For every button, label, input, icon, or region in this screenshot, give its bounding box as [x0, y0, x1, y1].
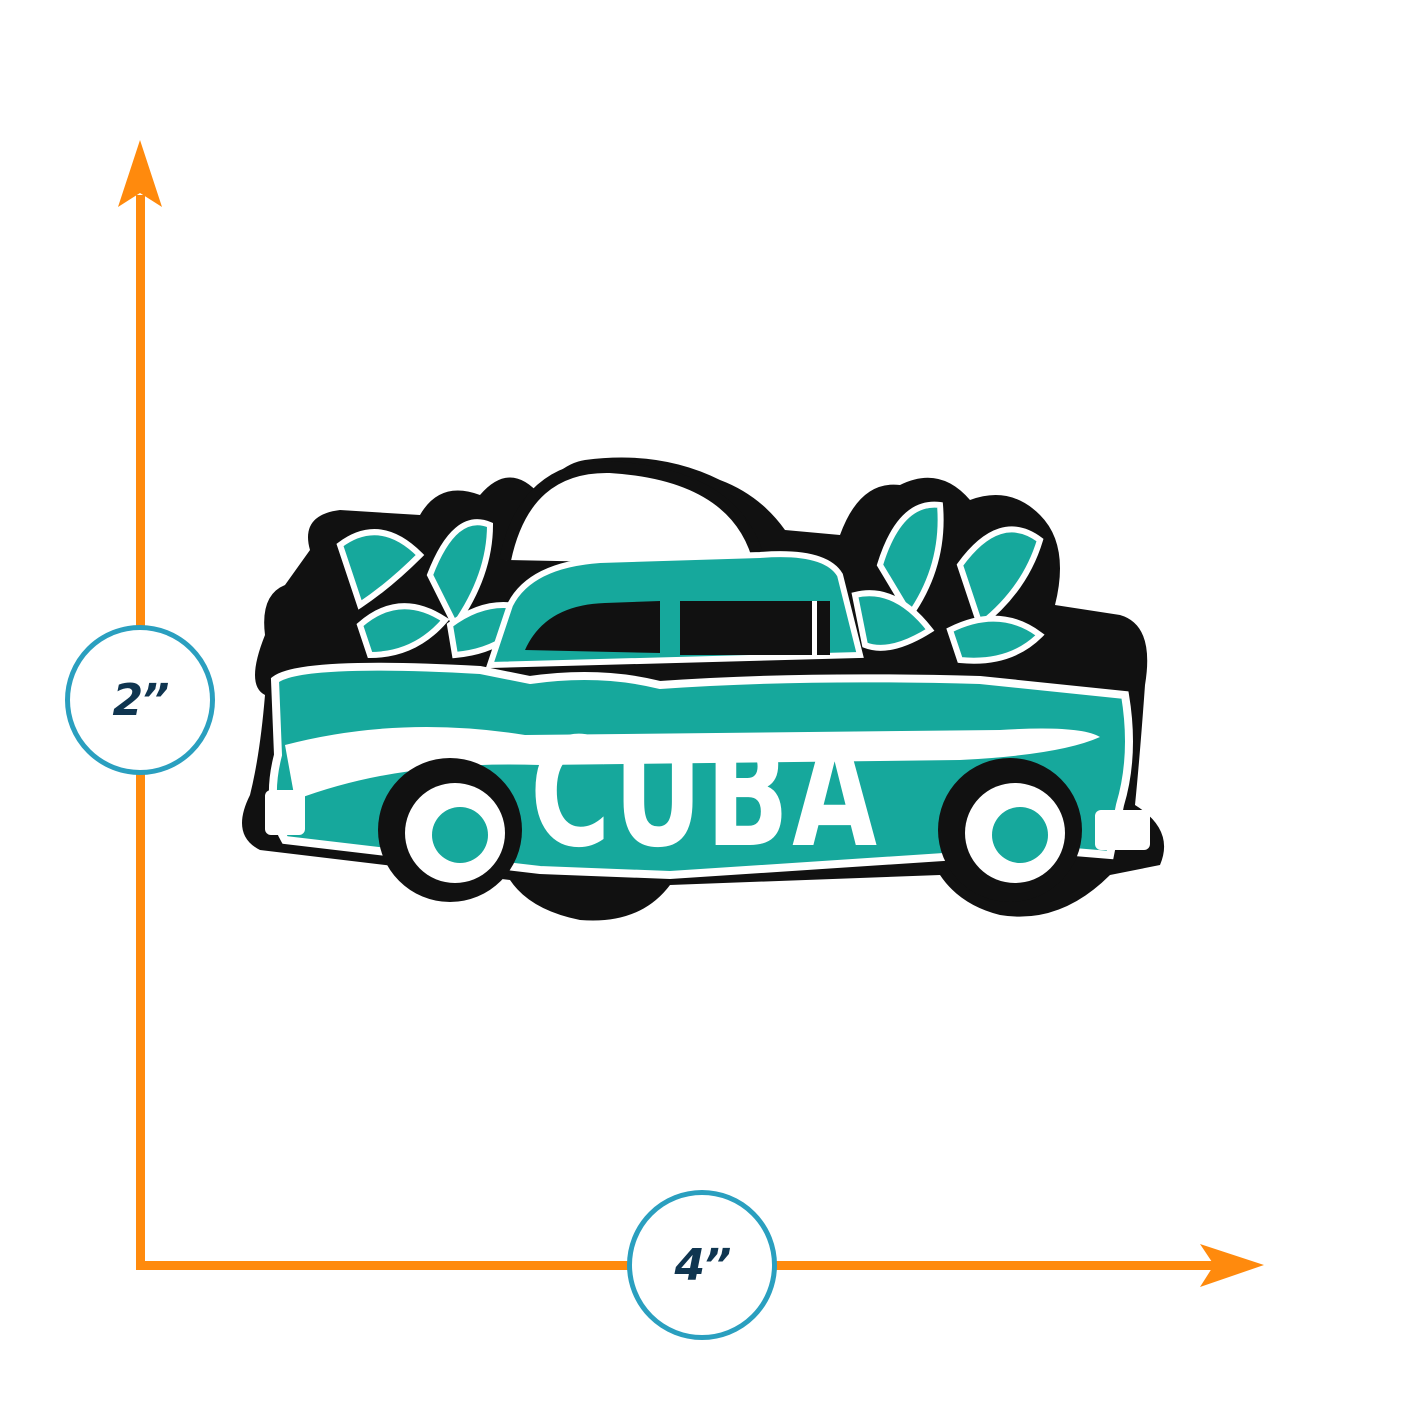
height-dimension-label: 2” — [112, 674, 170, 726]
car-side-stripe — [285, 727, 1100, 800]
width-dimension-label: 4” — [674, 1239, 732, 1291]
front-wheel — [938, 758, 1082, 902]
cuba-car-sticker: CUBA — [242, 457, 1165, 921]
rear-wheel — [378, 758, 522, 902]
front-bumper — [1095, 810, 1150, 850]
window-pillar — [812, 601, 817, 655]
arrow-right-icon — [1200, 1244, 1264, 1287]
width-dimension-badge: 4” — [627, 1190, 777, 1340]
car-front-window — [525, 601, 660, 653]
arrow-up-icon — [118, 140, 162, 207]
car-rear-window — [680, 601, 830, 655]
sticker-title: CUBA — [530, 707, 880, 881]
height-dimension-badge: 2” — [65, 625, 215, 775]
sun-arc — [499, 460, 766, 567]
right-palm-tree — [851, 501, 1045, 664]
rear-bumper — [265, 790, 305, 835]
